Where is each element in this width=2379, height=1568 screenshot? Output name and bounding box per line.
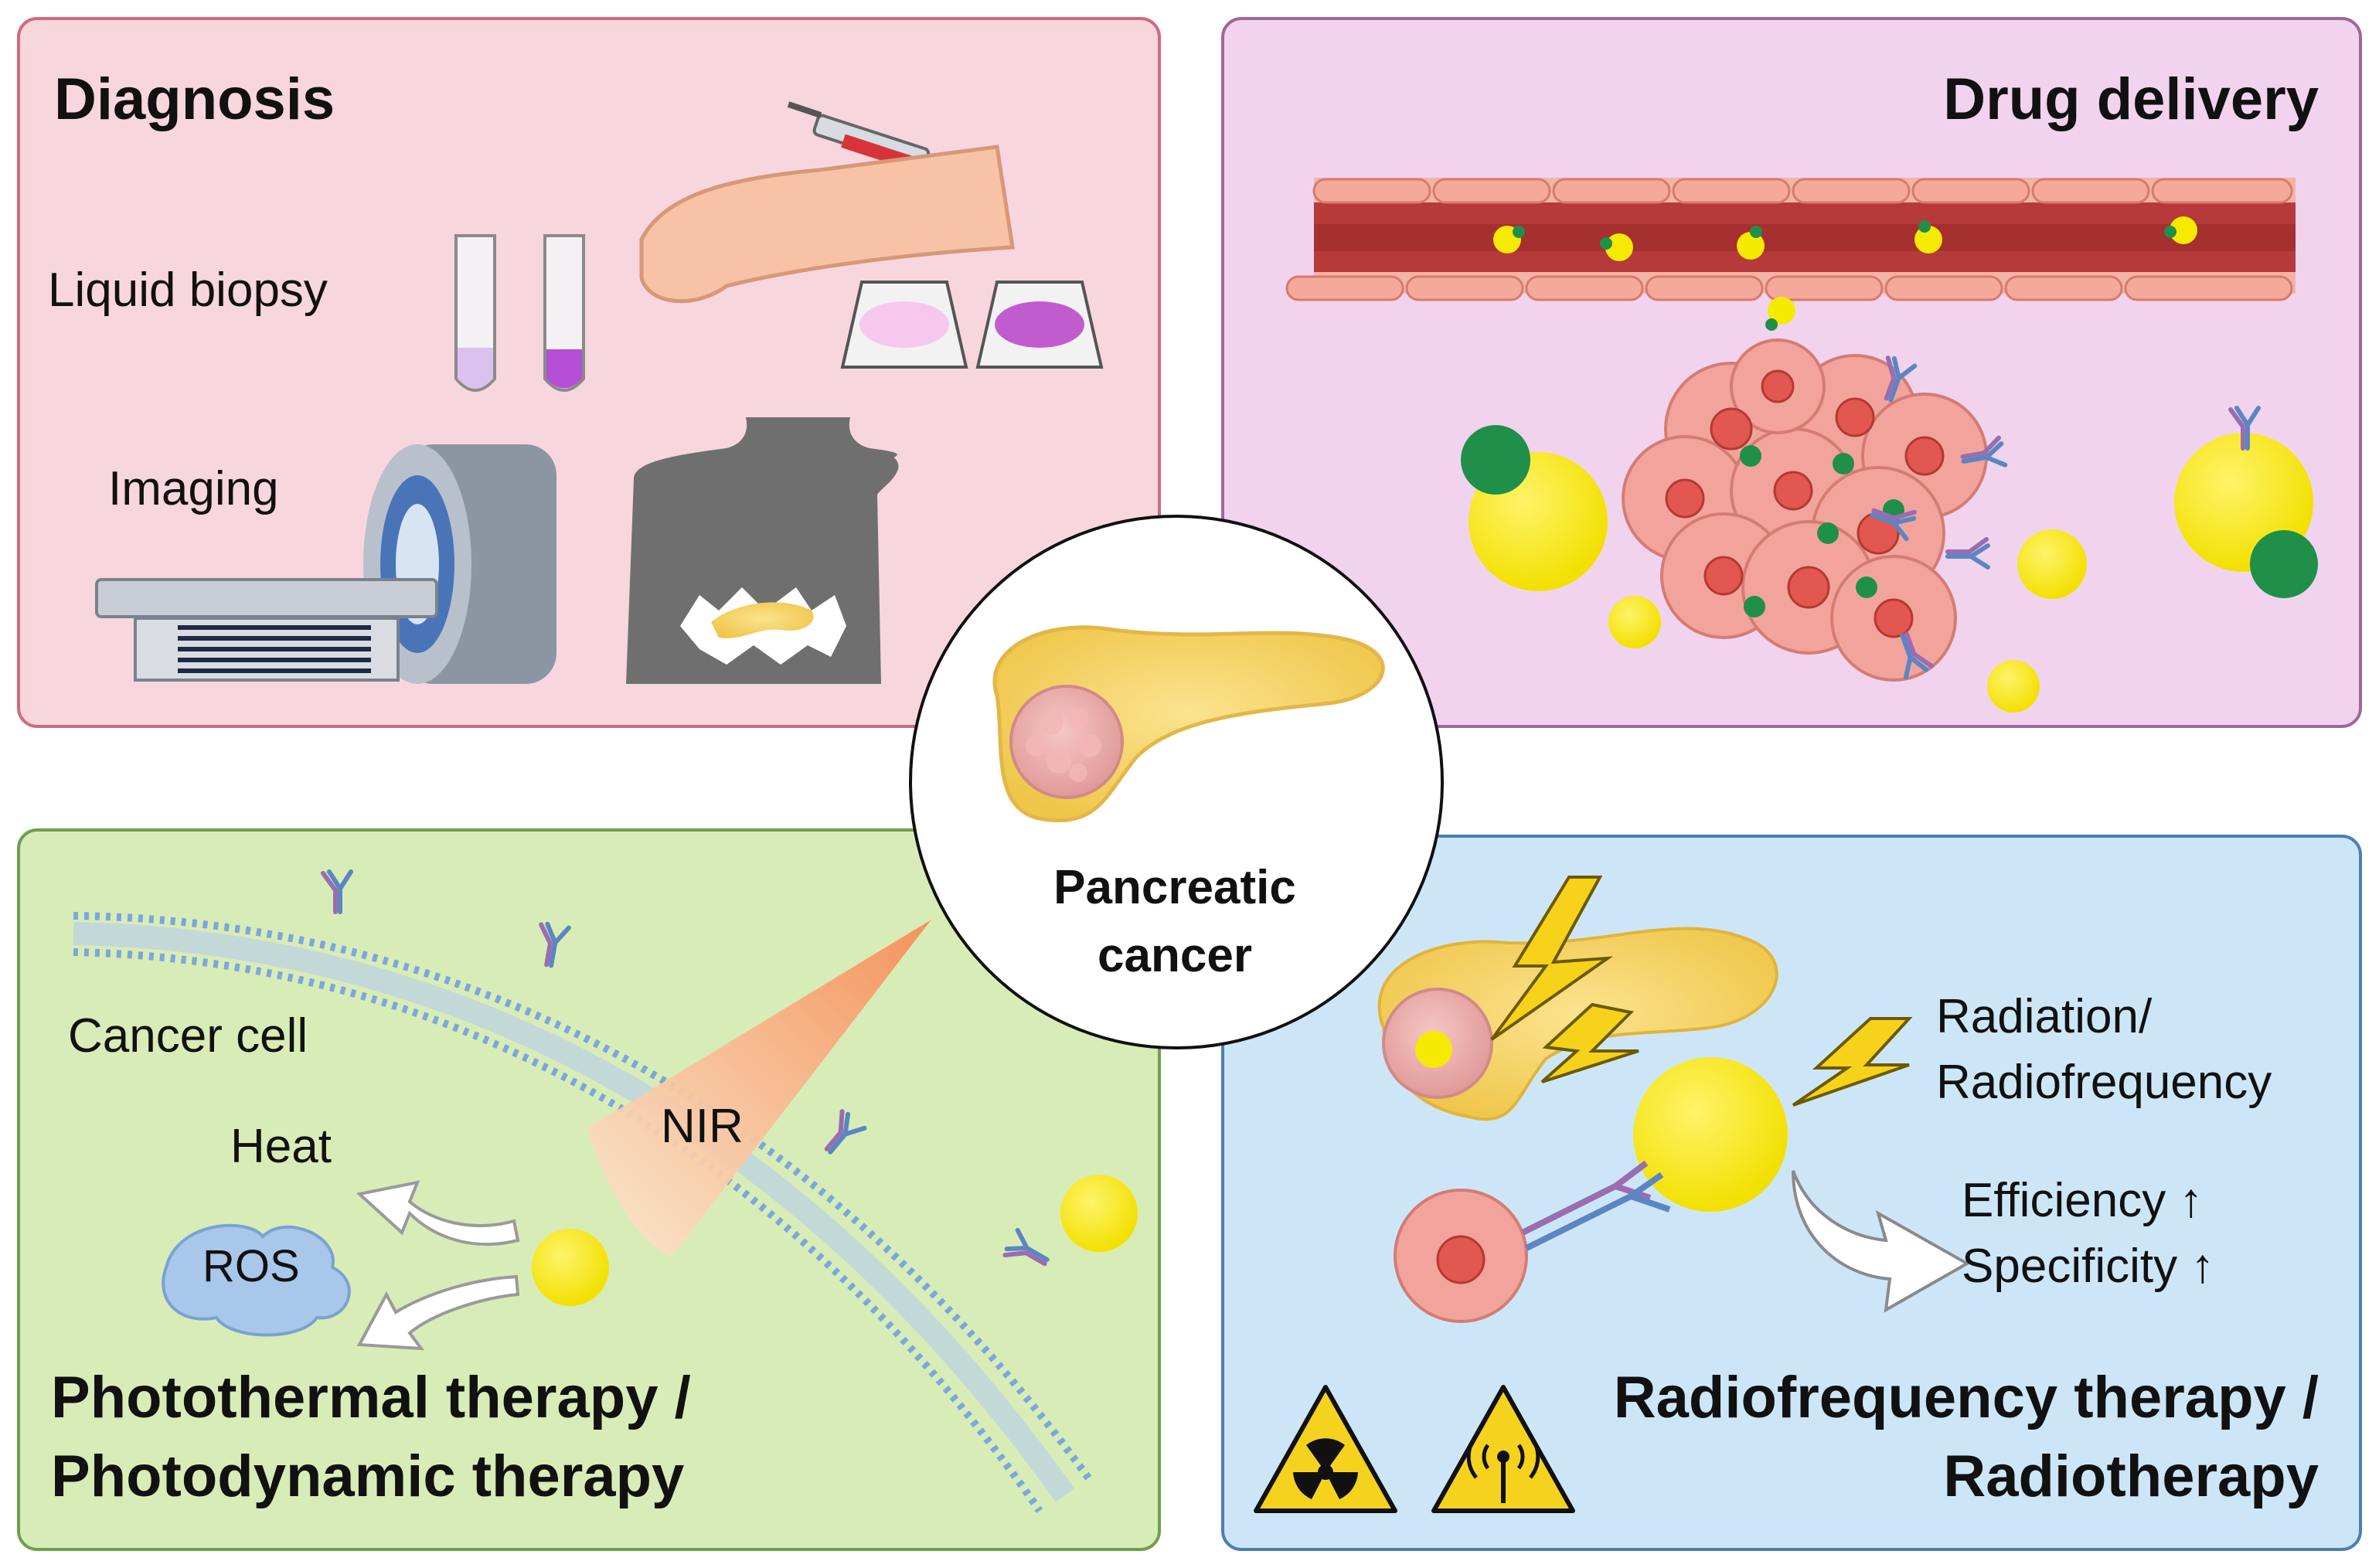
- ros-cloud-icon: [162, 1223, 351, 1337]
- arm-icon: [639, 145, 1015, 304]
- cancer-cell-label: Cancer cell: [68, 1009, 308, 1063]
- nanoparticle-radio: [1633, 1057, 1788, 1212]
- nanoparticle-in-vessel: [1493, 216, 2197, 331]
- specificity-label: Specificity ↑: [1962, 1240, 2215, 1293]
- pancreas-icon: [992, 625, 1385, 822]
- ros-label: ROS: [203, 1241, 300, 1291]
- radiofrequency-hazard-icon: [1431, 1385, 1575, 1513]
- diagnosis-title: Diagnosis: [54, 66, 335, 132]
- radiotherapy-title-line2: Radiotherapy: [1943, 1444, 2319, 1509]
- lightning-icon: [1490, 876, 1913, 1107]
- nir-label: NIR: [661, 1100, 744, 1153]
- imaging-label: Imaging: [108, 462, 279, 515]
- center-label-line1: Pancreatic: [1053, 861, 1296, 914]
- tumor-cluster-icon: [1622, 338, 2005, 682]
- petri-dish-icon: [840, 281, 1104, 369]
- targeted-cancer-cell-icon: [1394, 1160, 1671, 1323]
- cell-membrane-icon: [73, 912, 1094, 1513]
- nanoparticle-photothermal: [532, 1175, 1138, 1306]
- result-arrow: [1792, 1170, 1971, 1313]
- radiotherapy-title-line1: Radiofrequency therapy /: [1613, 1365, 2319, 1430]
- radiation-label-line2: Radiofrequency: [1936, 1056, 2272, 1109]
- body-silhouette-icon: [626, 417, 899, 684]
- phototherapy-title-line1: Photothermal therapy /: [51, 1365, 691, 1430]
- heat-label: Heat: [230, 1120, 332, 1173]
- drug-delivery-title: Drug delivery: [1943, 66, 2319, 132]
- radiation-label-line1: Radiation/: [1936, 990, 2153, 1043]
- efficiency-label: Efficiency ↑: [1962, 1174, 2204, 1227]
- nir-light-beam: [587, 920, 931, 1256]
- radiotherapy-panel: [1221, 835, 2362, 1551]
- heat-arrows: [356, 1180, 520, 1351]
- center-label: Pancreatic cancer: [989, 854, 1360, 990]
- blood-vessel-icon: [1285, 178, 2296, 301]
- test-tube-icon: [454, 234, 585, 392]
- radiation-hazard-icon: [1254, 1385, 1397, 1513]
- phototherapy-title-line2: Photodynamic therapy: [51, 1444, 685, 1509]
- center-label-line2: cancer: [1098, 929, 1252, 982]
- free-nanoparticles: [1461, 408, 2318, 713]
- ct-scanner-icon: [95, 444, 556, 684]
- liquid-biopsy-label: Liquid biopsy: [48, 264, 328, 317]
